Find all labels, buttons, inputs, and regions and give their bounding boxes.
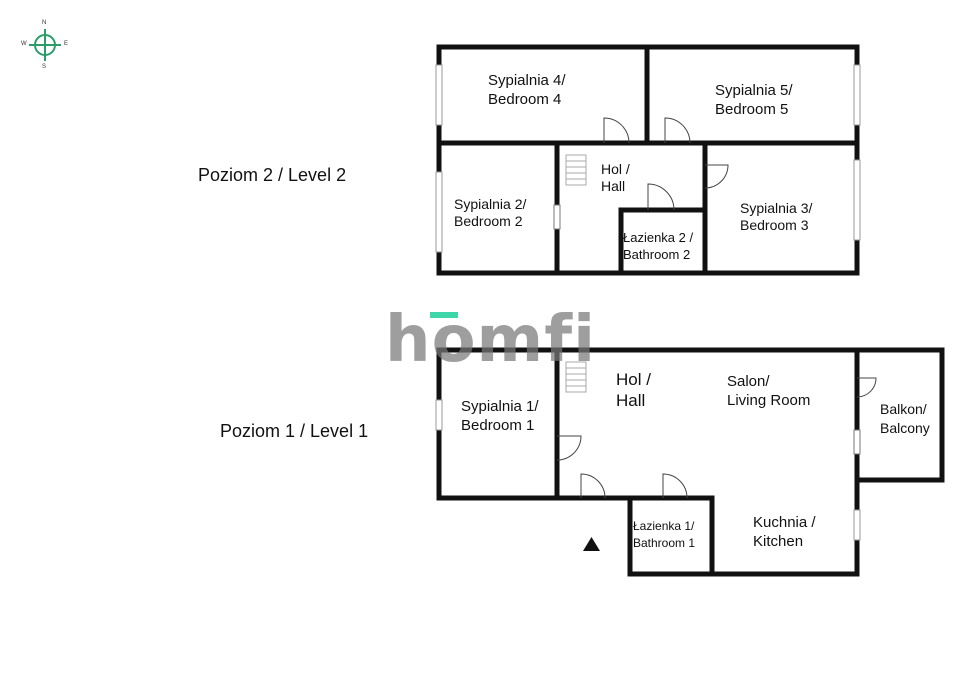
compass-icon <box>29 29 61 61</box>
compass-north: N <box>42 20 47 26</box>
compass-east: E <box>64 41 69 47</box>
room-label-hall-1: Hol /Hall <box>616 370 651 410</box>
watermark-accent <box>430 312 458 318</box>
room-label-living-room: Salon/Living Room <box>727 373 811 409</box>
room-label-bathroom-2: Łazienka 2 /Bathroom 2 <box>623 230 694 262</box>
room-label-hall-2: Hol /Hall <box>601 161 630 194</box>
room-label-balcony: Balkon/Balcony <box>880 401 930 436</box>
compass-south: S <box>42 64 47 70</box>
level1-windows <box>435 399 861 541</box>
compass-west: W <box>21 41 27 47</box>
level2-windows <box>435 64 861 253</box>
room-label-bedroom-5: Sypialnia 5/Bedroom 5 <box>715 82 793 118</box>
entrance-arrow-icon <box>583 537 600 551</box>
room-label-bedroom-1: Sypialnia 1/Bedroom 1 <box>461 398 539 434</box>
watermark-logo: homfi <box>385 303 596 377</box>
level-2-label: Poziom 2 / Level 2 <box>198 165 347 185</box>
level2-doors <box>553 117 729 230</box>
level1-doors <box>556 361 877 499</box>
room-label-kitchen: Kuchnia /Kitchen <box>753 514 816 550</box>
room-label-bedroom-3: Sypialnia 3/Bedroom 3 <box>740 200 813 233</box>
room-label-bathroom-1: Łazienka 1/Bathroom 1 <box>633 519 696 550</box>
room-label-bedroom-4: Sypialnia 4/Bedroom 4 <box>488 72 566 108</box>
room-label-bedroom-2: Sypialnia 2/Bedroom 2 <box>454 196 527 229</box>
level-1-label: Poziom 1 / Level 1 <box>220 421 369 441</box>
